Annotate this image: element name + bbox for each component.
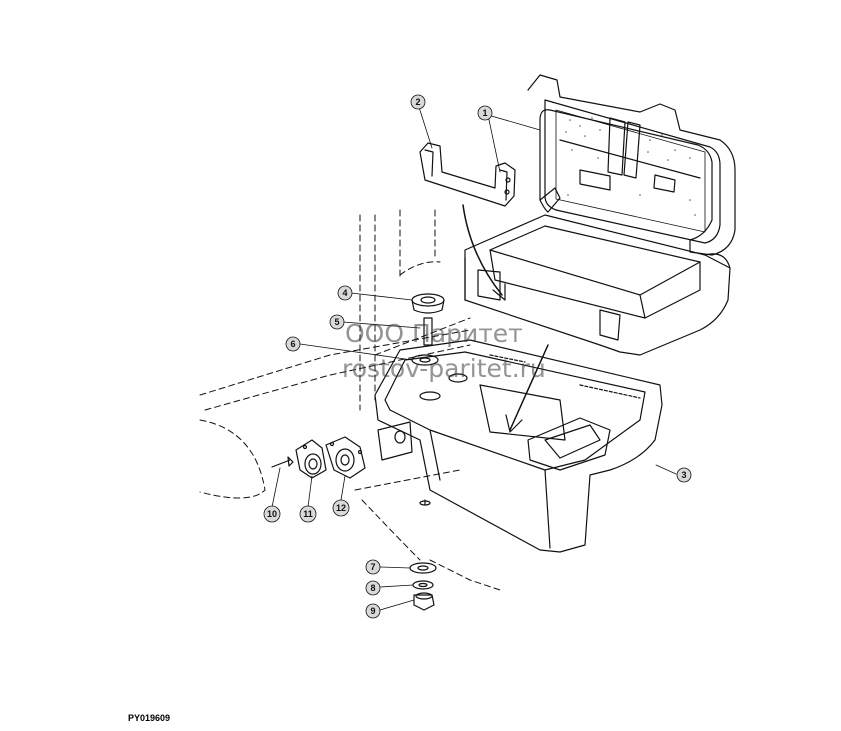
callout-7: 7 — [365, 559, 381, 575]
leader-lines — [271, 103, 677, 611]
watermark-line-1: ООО Паритет — [345, 319, 523, 348]
socket-12 — [325, 436, 366, 479]
toolbox-handle — [419, 142, 516, 207]
bolt-5 — [423, 317, 433, 346]
assembly-arrows — [462, 204, 549, 433]
callout-5: 5 — [329, 314, 345, 330]
vehicle-frame-outline — [199, 209, 501, 591]
callout-6: 6 — [285, 336, 301, 352]
callout-4: 4 — [337, 285, 353, 301]
svg-text:10: 10 — [267, 509, 277, 519]
svg-text:7: 7 — [370, 562, 375, 572]
grommet-4 — [411, 293, 445, 314]
callout-11: 11 — [299, 505, 317, 523]
svg-text:5: 5 — [334, 317, 339, 327]
toolbox-base — [464, 214, 731, 356]
callout-3: 3 — [676, 467, 692, 483]
callout-12: 12 — [332, 499, 350, 517]
svg-text:12: 12 — [336, 503, 346, 513]
screw-10 — [271, 456, 294, 468]
washer-7 — [409, 562, 437, 574]
toolbox-lid — [527, 74, 736, 256]
svg-text:8: 8 — [370, 583, 375, 593]
socket-11 — [295, 439, 327, 479]
figure-code: PY019609 — [128, 713, 171, 723]
svg-text:3: 3 — [681, 470, 686, 480]
lid-texture — [565, 117, 696, 216]
svg-text:1: 1 — [482, 108, 487, 118]
tray-bracket — [377, 421, 413, 461]
svg-text:11: 11 — [303, 509, 313, 519]
callout-10: 10 — [263, 505, 281, 523]
svg-text:2: 2 — [415, 97, 420, 107]
svg-text:6: 6 — [290, 339, 295, 349]
callouts: 1 2 3 4 5 6 7 8 — [263, 94, 692, 619]
lock-washer-8 — [412, 580, 434, 590]
svg-text:9: 9 — [370, 606, 375, 616]
callout-1: 1 — [477, 105, 493, 121]
callout-8: 8 — [365, 580, 381, 596]
callout-9: 9 — [365, 603, 381, 619]
callout-2: 2 — [410, 94, 426, 110]
lower-tray — [374, 339, 663, 553]
watermark: ООО Паритет rostov-paritet.ru — [342, 319, 546, 383]
svg-text:4: 4 — [342, 288, 347, 298]
watermark-line-2: rostov-paritet.ru — [342, 354, 546, 383]
nut-9 — [413, 592, 435, 611]
